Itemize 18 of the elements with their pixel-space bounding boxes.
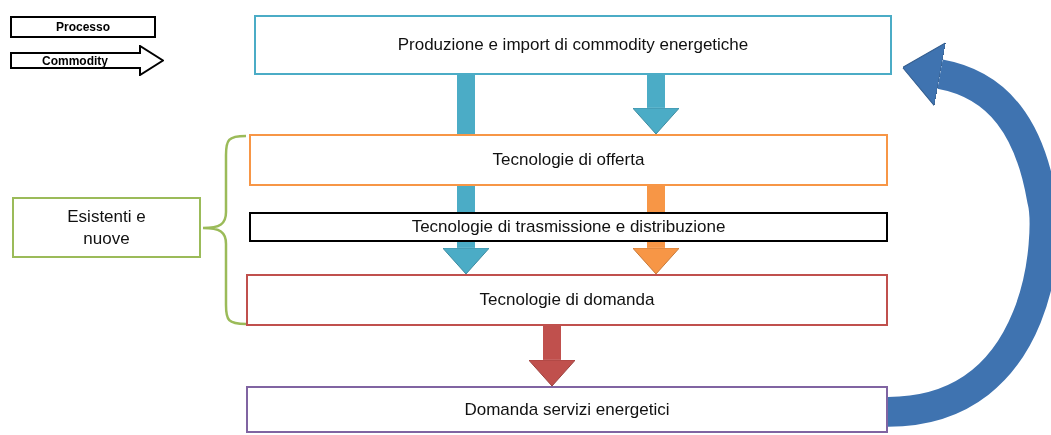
- label-box: [12, 197, 201, 258]
- process-box: [249, 212, 888, 242]
- process-box: [246, 274, 888, 326]
- box-label: Tecnologie di trasmissione e distribuzione: [411, 216, 726, 238]
- legend-arrow-key: Commodity: [10, 45, 164, 76]
- box-label: Tecnologie di domanda: [479, 289, 655, 311]
- block-arrow: [632, 75, 680, 135]
- box-label: Esistenti e nuove: [66, 206, 147, 249]
- legend-process-key: Processo: [10, 16, 156, 38]
- block-arrow: [528, 326, 576, 387]
- process-box: [249, 134, 888, 186]
- box-label: Produzione e import di commodity energetiche: [397, 34, 749, 56]
- process-box: [254, 15, 892, 75]
- block-arrow: [442, 242, 490, 275]
- box-label: Domanda servizi energetici: [464, 398, 670, 421]
- box-label: Tecnologie di offerta: [492, 149, 645, 171]
- block-arrow: [632, 242, 680, 275]
- process-box: [246, 386, 888, 433]
